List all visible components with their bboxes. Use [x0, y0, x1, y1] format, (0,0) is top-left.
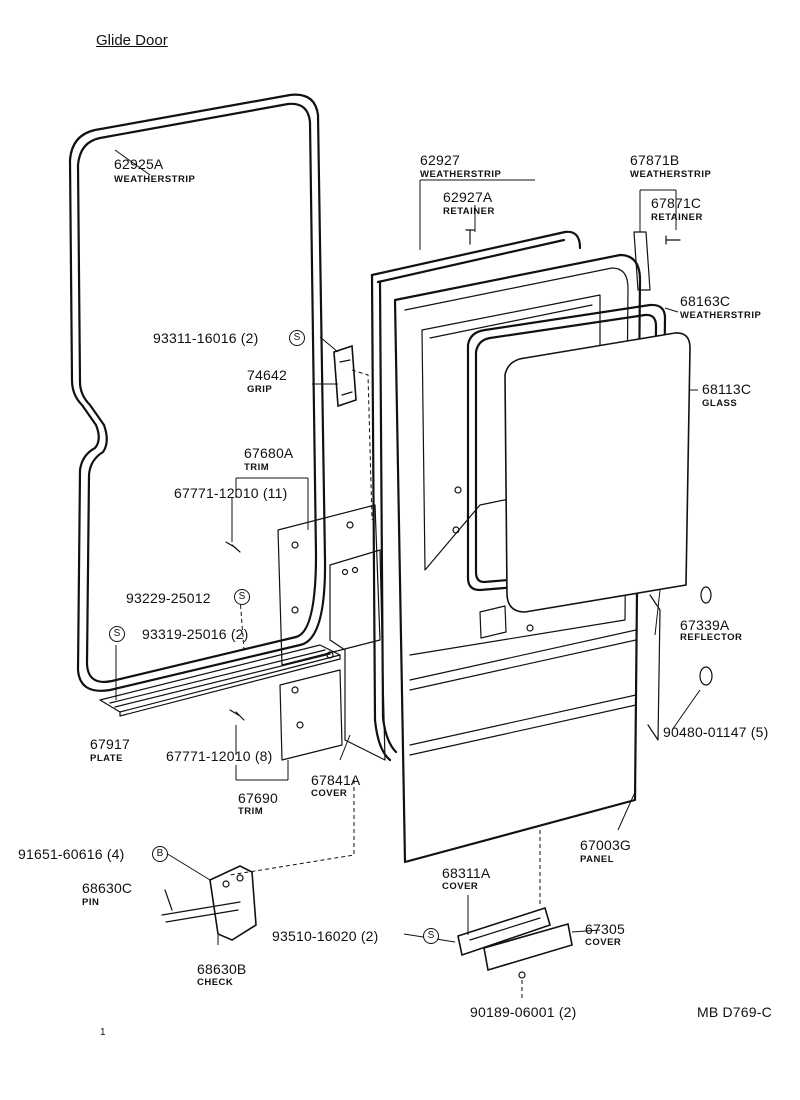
- part-68311a-number: 68311A: [442, 865, 491, 881]
- fastener-93319-label: 93319-25016 (2): [142, 626, 249, 642]
- diagram-code: MB D769-C: [697, 1004, 772, 1020]
- glass-68113c-drawing: [504, 332, 691, 613]
- weatherstrip-67871b-drawing: [633, 231, 661, 741]
- b-mark-icon: B: [152, 846, 168, 862]
- fastener-90189-label: 90189-06001 (2): [470, 1004, 577, 1020]
- s-mark-icon: S: [109, 626, 125, 642]
- fastener-91651-label: 91651-60616 (4): [18, 846, 125, 862]
- part-62925a-name: WEATHERSTRIP: [114, 174, 196, 185]
- part-67871b-number: 67871B: [630, 152, 680, 168]
- part-74642-number: 74642: [247, 367, 287, 383]
- part-68113c-number: 68113C: [702, 381, 752, 397]
- part-67305-name: COVER: [585, 937, 622, 948]
- leader-lines: [114, 149, 701, 1000]
- grip-74642-drawing: [333, 344, 373, 521]
- s-mark-icon: S: [234, 589, 250, 605]
- reflector-67339a-drawing: [699, 586, 713, 686]
- part-62925a-number: 62925A: [114, 156, 164, 172]
- part-67871b-name: WEATHERSTRIP: [630, 169, 712, 180]
- part-74642-name: GRIP: [247, 384, 273, 395]
- part-67003g-number: 67003G: [580, 837, 632, 853]
- cover-67841a-drawing: [329, 549, 386, 761]
- covers-68311a-67305-drawing: [457, 906, 573, 979]
- fastener-90480-label: 90480-01147 (5): [663, 724, 769, 740]
- s-mark-icon: S: [289, 330, 305, 346]
- part-67680a-number: 67680A: [244, 445, 294, 461]
- door-frame-62927-drawing: [370, 230, 582, 762]
- part-67690-number: 67690: [238, 790, 278, 806]
- weatherstrip-62925a-drawing: [68, 93, 327, 692]
- part-67917-number: 67917: [90, 736, 130, 752]
- part-67871c-number: 67871C: [651, 195, 702, 211]
- fastener-93229-label: 93229-25012: [126, 590, 211, 606]
- part-67305-number: 67305: [585, 921, 625, 937]
- part-68630c-name: PIN: [82, 897, 100, 908]
- part-68311a-name: COVER: [442, 881, 479, 892]
- retainer-screws-drawing: [225, 229, 681, 721]
- part-67339a-number: 67339A: [680, 617, 730, 633]
- fastener-67771-12010-8-label: 67771-12010 (8): [166, 748, 273, 764]
- check-68630b-drawing: [161, 865, 257, 941]
- part-68163c-number: 68163C: [680, 293, 731, 309]
- trim-67680a-drawing: [277, 504, 381, 666]
- part-67841a-name: COVER: [311, 788, 348, 799]
- part-67680a-name: TRIM: [244, 462, 270, 473]
- fastener-93510-label: 93510-16020 (2): [272, 928, 379, 944]
- fastener-93311-label: 93311-16016 (2): [153, 330, 259, 346]
- part-67690-name: TRIM: [238, 806, 264, 817]
- panel-67003g-drawing: [393, 253, 642, 864]
- part-68630b-name: CHECK: [197, 977, 234, 988]
- part-62927a-name: RETAINER: [443, 206, 495, 217]
- part-68630b-number: 68630B: [197, 961, 247, 977]
- s-mark-icon: S: [423, 928, 439, 944]
- fastener-67771-12010-11-label: 67771-12010 (11): [174, 485, 288, 501]
- part-62927-number: 62927: [420, 152, 460, 168]
- part-67917-name: PLATE: [90, 753, 123, 764]
- weatherstrip-68163c-drawing: [466, 303, 667, 592]
- part-68163c-name: WEATHERSTRIP: [680, 310, 762, 321]
- part-62927a-number: 62927A: [443, 189, 493, 205]
- part-67339a-name: REFLECTOR: [680, 632, 743, 643]
- part-68113c-name: GLASS: [702, 398, 738, 409]
- part-68630c-number: 68630C: [82, 880, 133, 896]
- part-67841a-number: 67841A: [311, 772, 361, 788]
- footnote-mark: 1: [100, 1027, 106, 1038]
- part-67003g-name: PANEL: [580, 854, 614, 865]
- plate-67917-drawing: [99, 644, 341, 717]
- part-62927-name: WEATHERSTRIP: [420, 169, 502, 180]
- diagram-title: Glide Door: [96, 32, 168, 49]
- part-67871c-name: RETAINER: [651, 212, 703, 223]
- trim-67690-drawing: [279, 669, 343, 761]
